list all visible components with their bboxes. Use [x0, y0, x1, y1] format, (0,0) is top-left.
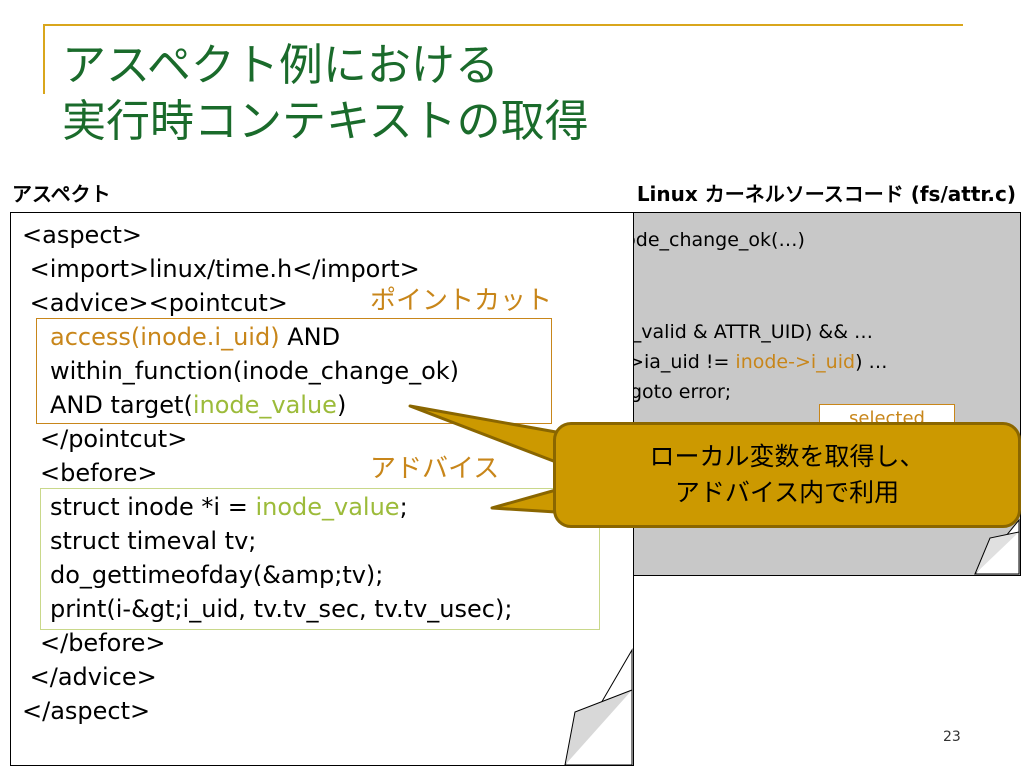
pointcut-highlight-box [36, 318, 552, 424]
source-highlight: inode->i_uid [735, 351, 856, 373]
inode-value-use: inode_value [255, 493, 400, 521]
callout-pointer-lower [490, 488, 558, 514]
aspect-line-12: print(i-&gt;i_uid, tv.tv_sec, tv.tv_usec… [50, 595, 513, 623]
callout-pointer-upper [408, 404, 558, 464]
aspect-line-7: </pointcut> [40, 425, 188, 453]
aspect-heading: アスペクト [12, 182, 111, 206]
linux-source-heading: Linux カーネルソースコード (fs/attr.c) [636, 182, 1016, 206]
aspect-line-5: within_function(inode_change_ok) [50, 357, 460, 385]
pointcut-label: ポイントカット [370, 286, 553, 316]
aspect-line-10: struct timeval tv; [50, 527, 257, 555]
page-number: 23 [943, 729, 961, 745]
before-highlight-box [40, 488, 600, 630]
aspect-line-6: AND target(inode_value) [50, 391, 347, 419]
callout-line-1: ローカル変数を取得し、 [649, 442, 925, 471]
aspect-line-2: <import>linux/time.h</import> [22, 255, 420, 283]
aspect-line-13: </before> [40, 629, 166, 657]
title-line-2: 実行時コンテキストの取得 [62, 96, 589, 147]
callout-bubble: ローカル変数を取得し、 アドバイス内で利用 [553, 422, 1021, 528]
aspect-line-8: <before> [40, 459, 158, 487]
source-page-curl [974, 531, 1020, 575]
aspect-document [10, 212, 634, 766]
aspect-line-14: </advice> [22, 663, 157, 691]
title-line-1: アスペクト例における [62, 40, 499, 91]
aspect-line-9: struct inode *i = inode_value; [50, 493, 408, 521]
access-expression: access(inode.i_uid) [50, 323, 280, 351]
aspect-line-1: <aspect> [22, 221, 143, 249]
title-accent-bar [43, 24, 45, 94]
slide-title: アスペクト例における 実行時コンテキストの取得 [62, 38, 589, 150]
advice-label: アドバイス [370, 454, 500, 484]
aspect-line-3: <advice><pointcut> [22, 289, 288, 317]
aspect-line-11: do_gettimeofday(&amp;tv); [50, 561, 384, 589]
inode-value-target: inode_value [192, 391, 337, 419]
aspect-page-curl [564, 689, 633, 766]
callout-line-2: アドバイス内で利用 [674, 478, 900, 507]
aspect-line-15: </aspect> [22, 697, 151, 725]
title-accent-line [43, 24, 963, 26]
source-line-6: goto error; [630, 381, 732, 403]
aspect-line-4: access(inode.i_uid) AND [50, 323, 341, 351]
